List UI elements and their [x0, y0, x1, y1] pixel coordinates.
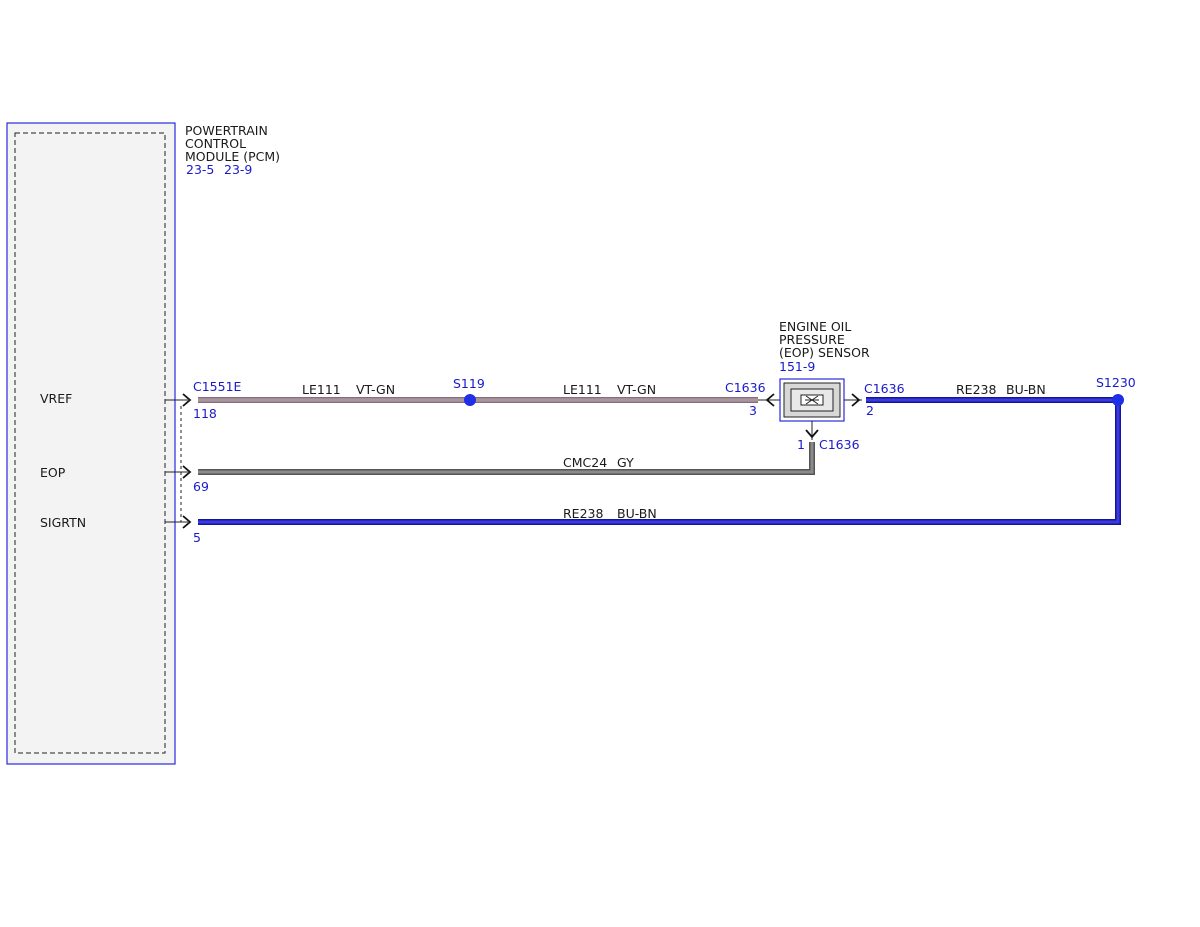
pcm-ref-2[interactable]: 23-9: [224, 162, 252, 177]
wire-3-color: BU-BN: [1006, 382, 1046, 397]
splice-s119[interactable]: [464, 394, 476, 406]
eop-connector-arrow: [182, 465, 192, 479]
vref-connector-arrow: [182, 393, 192, 407]
wire-3-circuit: RE238: [956, 382, 996, 397]
sigrtn-connector-arrow: [182, 515, 192, 529]
splice-s119-label[interactable]: S119: [453, 376, 485, 391]
wire-4-color: GY: [617, 455, 634, 470]
pin-num-5: 5: [193, 530, 201, 545]
sensor-left-arrow: [765, 393, 775, 407]
wire-4-circuit: CMC24: [563, 455, 607, 470]
sensor-pin-1: 1: [797, 437, 805, 452]
pcm-internal-boundary: [14, 132, 166, 754]
splice-s1230[interactable]: [1112, 394, 1124, 406]
pcm-title-line-1: POWERTRAIN: [185, 123, 268, 138]
pin-label-vref: VREF: [40, 391, 72, 406]
sensor-connector-bottom[interactable]: C1636: [819, 437, 860, 452]
sensor-ref[interactable]: 151-9: [779, 359, 815, 374]
sensor-bottom-arrow: [805, 429, 819, 439]
sensor-connector-left[interactable]: C1636: [725, 380, 766, 395]
pcm-title-line-2: CONTROL: [185, 136, 246, 151]
wire-sigrtn[interactable]: [198, 400, 1121, 525]
pin-num-118: 118: [193, 406, 217, 421]
sensor-pin-2: 2: [866, 403, 874, 418]
pcm-outline: [6, 122, 176, 765]
pin-num-69: 69: [193, 479, 209, 494]
pin-label-eop: EOP: [40, 465, 66, 480]
wire-eop[interactable]: [198, 442, 815, 475]
sensor-element-icon: [805, 395, 819, 405]
pcm-title-line-3: MODULE (PCM): [185, 149, 280, 164]
wire-2-color: VT-GN: [617, 382, 656, 397]
sensor-title-line-2: PRESSURE: [779, 332, 845, 347]
wire-1-color: VT-GN: [356, 382, 395, 397]
sensor-pin-3: 3: [749, 403, 757, 418]
pcm-module[interactable]: [6, 122, 176, 765]
sensor-right-arrow: [851, 393, 861, 407]
sensor-title-line-1: ENGINE OIL: [779, 319, 851, 334]
eop-sensor[interactable]: [779, 378, 845, 422]
wire-1-circuit: LE111: [302, 382, 341, 397]
wire-5-color: BU-BN: [617, 506, 657, 521]
splice-s1230-label[interactable]: S1230: [1096, 375, 1136, 390]
pin-label-sigrtn: SIGRTN: [40, 515, 86, 530]
pcm-connector-id[interactable]: C1551E: [193, 379, 242, 394]
wire-2-circuit: LE111: [563, 382, 602, 397]
sensor-title-line-3: (EOP) SENSOR: [779, 345, 870, 360]
wire-5-circuit: RE238: [563, 506, 603, 521]
sensor-connector-right[interactable]: C1636: [864, 381, 905, 396]
pcm-ref-1[interactable]: 23-5: [186, 162, 214, 177]
